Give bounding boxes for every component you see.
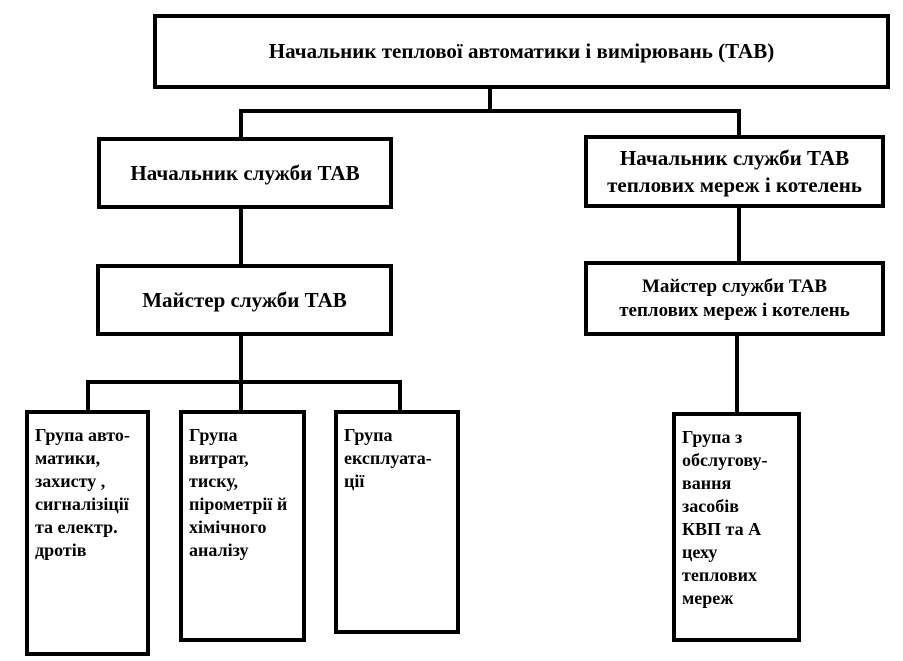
- connector-right-head-to-master: [737, 208, 741, 262]
- master-of-tav-service-label: Майстер служби ТАВ: [142, 287, 347, 312]
- group-operation-label: Група експлуата- ції: [344, 425, 432, 491]
- head-of-tav-heating-networks-box: Начальник служби ТАВ теплових мереж і ко…: [584, 135, 885, 208]
- group-kvp-maintenance-box: Група з обслугову- вання засобів КВП та …: [672, 412, 801, 642]
- group-flow-pressure-label: Група витрат, тиску, пірометрії й хімічн…: [189, 425, 288, 560]
- head-of-tav-heating-networks-label: Начальник служби ТАВ теплових мереж і ко…: [607, 145, 862, 197]
- group-operation-box: Група експлуата- ції: [334, 410, 460, 634]
- master-of-tav-heating-networks-label: Майстер служби ТАВ теплових мереж і коте…: [619, 275, 850, 321]
- group-automation-label: Група авто- матики, захисту , сигналізіц…: [35, 425, 130, 560]
- head-of-tav-service-label: Начальник служби ТАВ: [130, 160, 360, 185]
- connector-to-group-2: [239, 380, 243, 411]
- group-flow-pressure-box: Група витрат, тиску, пірометрії й хімічн…: [179, 410, 306, 642]
- connector-top-horizontal: [239, 109, 741, 113]
- connector-to-right-head: [737, 109, 741, 137]
- group-automation-box: Група авто- матики, захисту , сигналізіц…: [25, 410, 150, 656]
- connector-groups-horizontal: [86, 380, 402, 384]
- head-of-tav-service-box: Начальник служби ТАВ: [97, 137, 393, 209]
- group-kvp-maintenance-label: Група з обслугову- вання засобів КВП та …: [682, 427, 768, 608]
- connector-to-group-1: [86, 380, 90, 411]
- connector-to-group-3: [398, 380, 402, 411]
- head-of-thermal-automation-label: Начальник теплової автоматики і вимірюва…: [268, 39, 775, 63]
- connector-left-head-to-master: [239, 209, 243, 265]
- connector-to-left-head: [239, 109, 243, 139]
- master-of-tav-service-box: Майстер служби ТАВ: [96, 264, 393, 336]
- connector-right-master-to-group: [735, 336, 739, 413]
- master-of-tav-heating-networks-box: Майстер служби ТАВ теплових мереж і коте…: [584, 261, 885, 336]
- connector-left-master-down: [239, 336, 243, 383]
- head-of-thermal-automation-box: Начальник теплової автоматики і вимірюва…: [153, 14, 890, 89]
- connector-top-down: [488, 89, 492, 112]
